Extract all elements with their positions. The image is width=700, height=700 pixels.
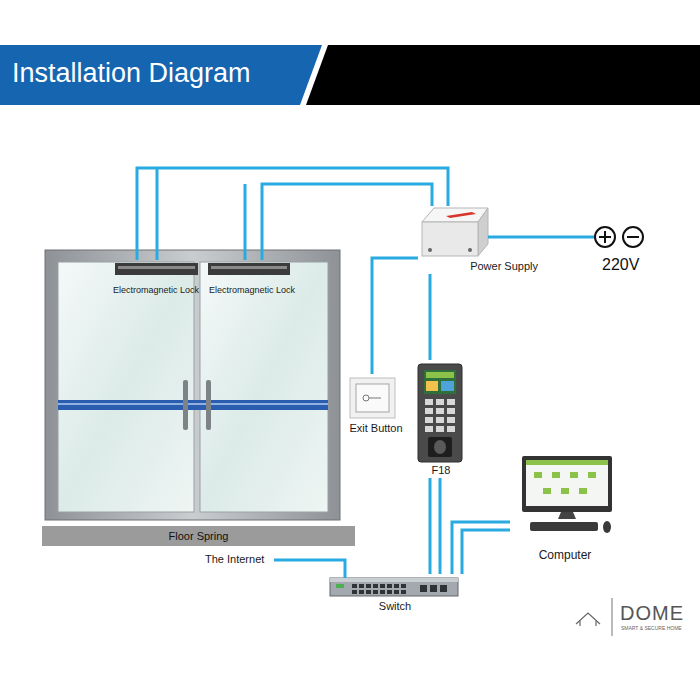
lock-node: Electromagnetic Lock	[204, 260, 300, 296]
f18-keypad	[425, 399, 455, 432]
key-symbol	[363, 395, 369, 401]
door-handle	[206, 380, 211, 430]
f18-terminal	[418, 364, 462, 462]
node-caption: Exit Button	[349, 422, 402, 435]
logo-divider	[612, 598, 613, 636]
computer-monitor	[522, 456, 612, 512]
logo-house	[595, 621, 596, 626]
exit-button-node: Exit Button	[342, 374, 410, 436]
internet-label: The Internet	[205, 553, 264, 566]
wire-connector	[452, 522, 510, 574]
wire-connector	[430, 478, 440, 574]
exit-button	[350, 378, 395, 418]
internet-wire	[274, 560, 345, 578]
node-label: Computer	[539, 549, 592, 563]
node-label: Exit Button	[349, 422, 402, 435]
logo-tagline: SMART & SECURE HOME	[621, 626, 682, 632]
node-caption: Electromagnetic Lock	[113, 285, 199, 295]
logo-text: DOME	[620, 602, 684, 625]
f18-screen	[424, 370, 456, 394]
wire-connector	[372, 258, 418, 374]
node-caption: Power Supply	[470, 260, 538, 273]
lock-body	[211, 266, 287, 269]
fingerprint-sensor	[434, 440, 446, 454]
network-switch	[330, 578, 458, 596]
computer-screen	[526, 460, 608, 506]
power-supply	[422, 208, 488, 222]
f18-screen	[426, 381, 438, 391]
minus-symbol	[623, 227, 643, 247]
switch-ports	[352, 584, 447, 594]
floor-spring-band: Floor Spring	[42, 526, 355, 546]
power-supply	[478, 208, 488, 256]
computer-screen	[526, 460, 608, 465]
glass-panel	[200, 262, 328, 512]
f18-screen	[441, 381, 454, 391]
node-label: Switch	[379, 600, 411, 613]
switch-led	[336, 584, 344, 588]
wire-connector	[430, 274, 431, 360]
terminal	[428, 248, 432, 252]
screen-icons	[534, 472, 596, 494]
monitor-stand	[558, 512, 576, 519]
power-supply-node: Power Supply	[418, 206, 540, 274]
glass-panel	[58, 262, 194, 512]
node-caption: Floor Spring	[169, 530, 229, 543]
power-supply-label	[446, 212, 476, 218]
computer-node: Computer	[510, 452, 620, 564]
node-label: Floor Spring	[169, 530, 229, 543]
fingerprint-sensor	[428, 437, 452, 457]
lock-body	[118, 266, 195, 269]
node-caption: F18	[432, 464, 451, 477]
node-caption: Switch	[379, 600, 411, 613]
door-stripe	[58, 403, 328, 405]
keyboard	[530, 522, 598, 531]
lock-body	[208, 263, 290, 275]
switch-node: Switch	[322, 574, 468, 614]
node-label: Electromagnetic Lock	[113, 285, 199, 295]
f18-screen	[426, 372, 454, 378]
minus-symbol	[627, 236, 639, 238]
terminal-node: F18	[412, 360, 470, 478]
title-bar	[306, 45, 700, 105]
door-frame	[45, 250, 340, 520]
power-supply	[422, 222, 478, 256]
node-caption: Electromagnetic Lock	[209, 285, 295, 295]
door-handle	[183, 380, 188, 430]
node-caption: Computer	[539, 549, 592, 563]
key-symbol	[369, 398, 381, 399]
lock-node: Electromagnetic Lock	[108, 260, 204, 296]
terminal	[468, 248, 472, 252]
plus-symbol	[604, 231, 606, 243]
door-stripe	[58, 400, 328, 410]
node-label: Electromagnetic Lock	[209, 285, 295, 295]
network-switch	[330, 578, 458, 582]
title-banner	[0, 45, 322, 105]
node-label: F18	[432, 464, 451, 477]
lock-body	[115, 263, 198, 275]
wire-connector	[245, 184, 432, 260]
voltage-label: 220V	[602, 256, 639, 274]
logo-house	[579, 621, 580, 626]
wire-connector	[137, 168, 448, 260]
title-text: Installation Diagram	[12, 58, 251, 89]
mains-wire	[488, 236, 594, 239]
exit-button	[356, 384, 389, 412]
mouse	[603, 521, 611, 533]
plus-symbol	[595, 227, 615, 247]
node-label: Power Supply	[470, 260, 538, 273]
